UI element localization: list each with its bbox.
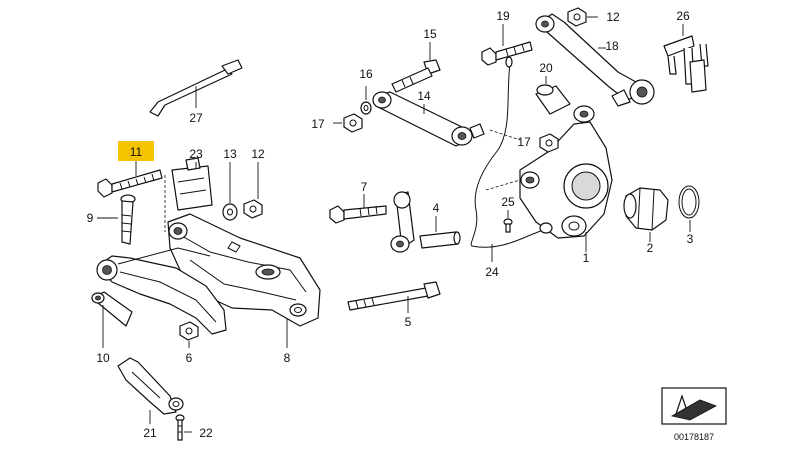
bushing-20[interactable] [535,76,571,115]
callout-20: 20 [539,61,553,75]
bolt-5[interactable] [347,281,441,313]
circlip-3[interactable] [678,185,700,232]
bush-10[interactable] [91,291,133,348]
callout-22: 22 [199,426,213,440]
callout-5: 5 [405,315,412,329]
callout-19: 19 [496,9,510,23]
nut-12-left[interactable] [243,162,263,219]
callout-4: 4 [433,201,440,215]
bolt-9[interactable] [97,194,136,245]
callout-26: 26 [676,9,690,23]
screw-25[interactable] [503,210,513,233]
cable-tie-27[interactable] [149,59,243,117]
callout-6: 6 [186,351,193,365]
bracket-23[interactable] [164,157,213,232]
callout-23: 23 [189,147,203,161]
link-4[interactable] [390,191,461,253]
callout-17-right: 17 [517,135,531,149]
callout-11: 11 [130,145,143,159]
callout-7: 7 [361,180,368,194]
wheel-carrier-1[interactable] [519,105,613,252]
callout-21: 21 [143,426,157,440]
callout-18: 18 [605,39,619,53]
wheel-bearing-2[interactable] [623,187,669,242]
nut-12-top[interactable] [567,7,598,27]
bolt-15[interactable] [391,42,441,93]
upper-arm-18[interactable] [535,13,655,107]
clips-26[interactable] [663,24,709,93]
callout-25: 25 [501,195,515,209]
car-orientation-icon [661,387,727,425]
highlight-box-11 [118,141,154,161]
callout-12-top: 12 [606,10,620,24]
lower-wishbone[interactable] [96,247,227,335]
link-14[interactable] [372,91,485,147]
callout-17-left: 17 [311,117,325,131]
callout-13: 13 [223,147,237,161]
nut-17-right[interactable] [539,133,559,153]
bracket-21[interactable] [117,357,184,424]
washer-16[interactable] [360,86,372,115]
nut-6[interactable] [179,321,199,348]
callout-3: 3 [687,232,694,246]
callout-9: 9 [87,211,94,225]
callout-27: 27 [189,111,203,125]
rear-axle-carrier-8[interactable] [167,213,321,348]
callout-1: 1 [583,251,590,265]
callout-24: 24 [485,265,499,279]
callout-16: 16 [359,67,373,81]
diagram-code: 00178187 [674,432,714,442]
callout-12-left: 12 [251,147,265,161]
bolt-7[interactable] [329,194,387,224]
washer-13[interactable] [222,162,238,221]
callout-2: 2 [647,241,654,255]
nut-17-left[interactable] [333,113,363,133]
callout-14: 14 [417,89,431,103]
screw-22[interactable] [175,414,192,441]
wheel-speed-sensor-cable-24[interactable] [470,56,549,262]
callout-10: 10 [96,351,110,365]
callout-15: 15 [423,27,437,41]
bolt-11[interactable] [97,161,163,198]
bolt-19[interactable] [481,24,533,66]
callout-8: 8 [284,351,291,365]
